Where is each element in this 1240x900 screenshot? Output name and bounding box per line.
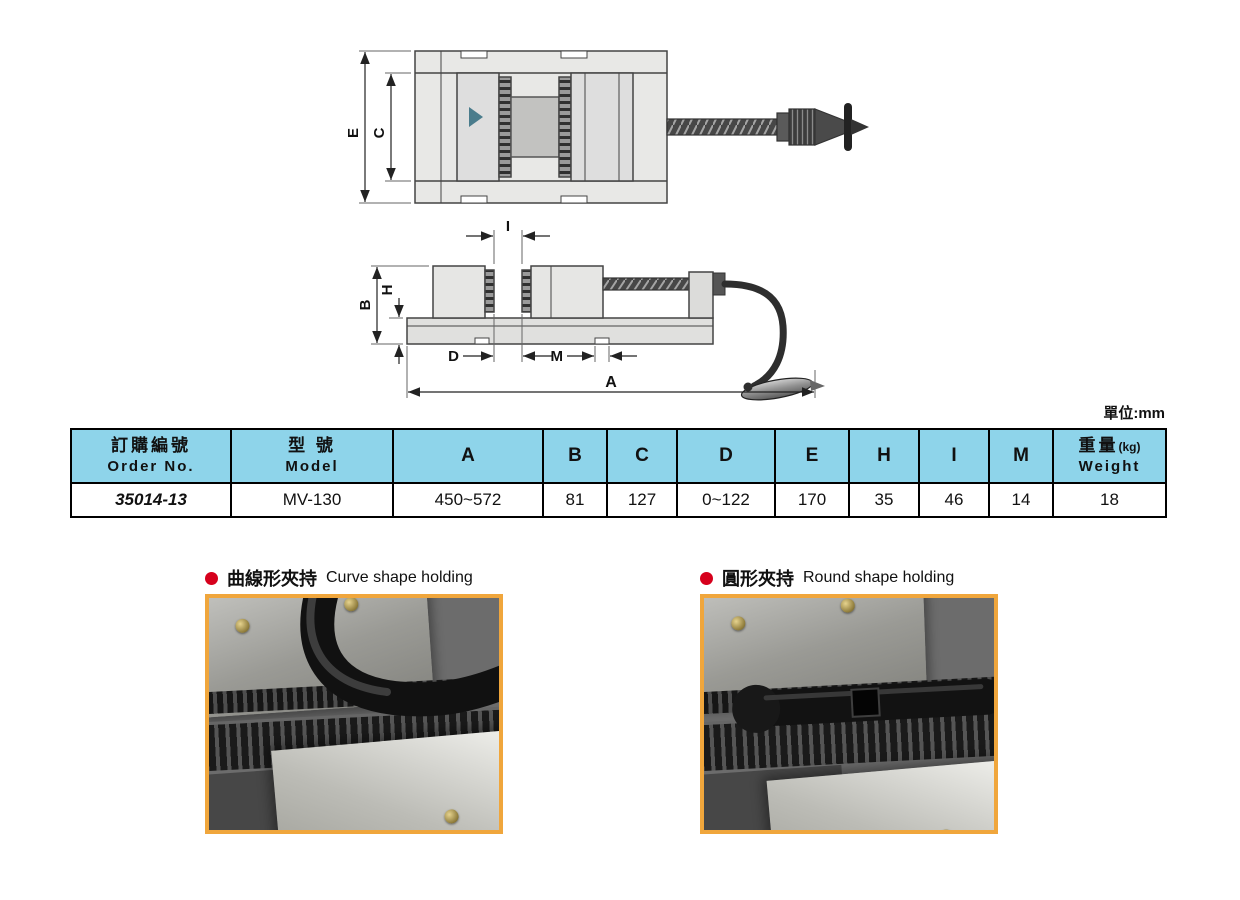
col-header-d: D (676, 428, 776, 484)
cell-e: 170 (774, 482, 850, 518)
dimension-E: E (345, 50, 411, 204)
round-workpiece (732, 678, 994, 733)
model-header-zh: 型 號 (288, 436, 336, 456)
dim-label-A: A (605, 374, 617, 391)
red-bullet-icon (700, 571, 713, 585)
weight-header-en: Weight (1078, 458, 1141, 476)
screw-head (443, 808, 460, 825)
dim-label-M: M (551, 348, 564, 365)
dimension-M: M (551, 346, 637, 365)
dim-label-H: H (379, 285, 396, 296)
col-header-i: I (918, 428, 990, 484)
col-header-model: 型 號 Model (230, 428, 394, 484)
red-bullet-icon (205, 571, 218, 585)
top-view-screw (666, 103, 869, 151)
curve-workpiece (300, 598, 499, 717)
vise-top-view-drawing: E C (345, 50, 869, 204)
col-header-h: H (848, 428, 920, 484)
cell-m: 14 (988, 482, 1054, 518)
spec-data-row: 35014-13 MV-130 450~572 81 127 0~122 170… (70, 482, 1167, 518)
brand-logo-mark (469, 107, 483, 127)
dimension-C: C (371, 72, 411, 182)
side-view-crank-handle (721, 280, 825, 401)
cell-c: 127 (606, 482, 678, 518)
cell-i: 46 (918, 482, 990, 518)
weight-unit-label: (kg) (1118, 440, 1141, 455)
cell-a: 450~572 (392, 482, 544, 518)
spec-table: 訂購編號 Order No. 型 號 Model A B C D E H I M… (70, 428, 1167, 518)
caption-curve-holding: 曲線形夾持 Curve shape holding (205, 565, 473, 591)
cell-weight: 18 (1052, 482, 1167, 518)
dimension-I: I (466, 220, 550, 264)
dim-label-E: E (345, 128, 362, 138)
photo-curve-holding (205, 594, 503, 834)
vise-side-view-drawing: B H I D M A (357, 220, 825, 401)
caption-curve-en: Curve shape holding (326, 569, 473, 586)
top-view-movable-jaw (558, 72, 634, 182)
cell-b: 81 (542, 482, 608, 518)
col-header-b: B (542, 428, 608, 484)
dim-label-B: B (357, 299, 374, 310)
col-header-e: E (774, 428, 850, 484)
cell-order-no: 35014-13 (70, 482, 232, 518)
caption-round-holding: 圓形夾持 Round shape holding (700, 565, 954, 591)
dim-label-D: D (448, 348, 459, 365)
dimension-A: A (406, 346, 816, 398)
screw-head (938, 828, 954, 830)
top-view-fixed-jaw (456, 72, 512, 182)
col-header-order-no: 訂購編號 Order No. (70, 428, 232, 484)
caption-curve-zh: 曲線形夾持 (227, 569, 317, 589)
cell-model: MV-130 (230, 482, 394, 518)
dimension-D: D (448, 314, 553, 365)
dim-label-C: C (371, 127, 388, 138)
side-view-base (406, 317, 714, 345)
col-header-c: C (606, 428, 678, 484)
side-view-screw (602, 271, 726, 319)
spec-header-row: 訂購編號 Order No. 型 號 Model A B C D E H I M… (70, 428, 1167, 484)
dim-label-I: I (506, 220, 510, 235)
col-header-weight: 重量(kg) Weight (1052, 428, 1167, 484)
col-header-m: M (988, 428, 1054, 484)
order-no-header-zh: 訂購編號 (111, 436, 191, 456)
cell-h: 35 (848, 482, 920, 518)
dimension-H: H (379, 285, 404, 364)
cell-d: 0~122 (676, 482, 776, 518)
caption-round-en: Round shape holding (803, 569, 955, 586)
order-no-header-en: Order No. (107, 458, 195, 476)
col-header-a: A (392, 428, 544, 484)
top-view-opening (510, 96, 560, 158)
model-header-en: Model (285, 458, 339, 476)
photo-round-holding (700, 594, 998, 834)
unit-label: 單位:mm (1103, 405, 1165, 422)
caption-round-zh: 圓形夾持 (722, 569, 794, 589)
weight-header-zh: 重量(kg) (1078, 436, 1141, 456)
side-view-fixed-jaw (432, 265, 495, 319)
side-view-movable-jaw (521, 265, 604, 319)
